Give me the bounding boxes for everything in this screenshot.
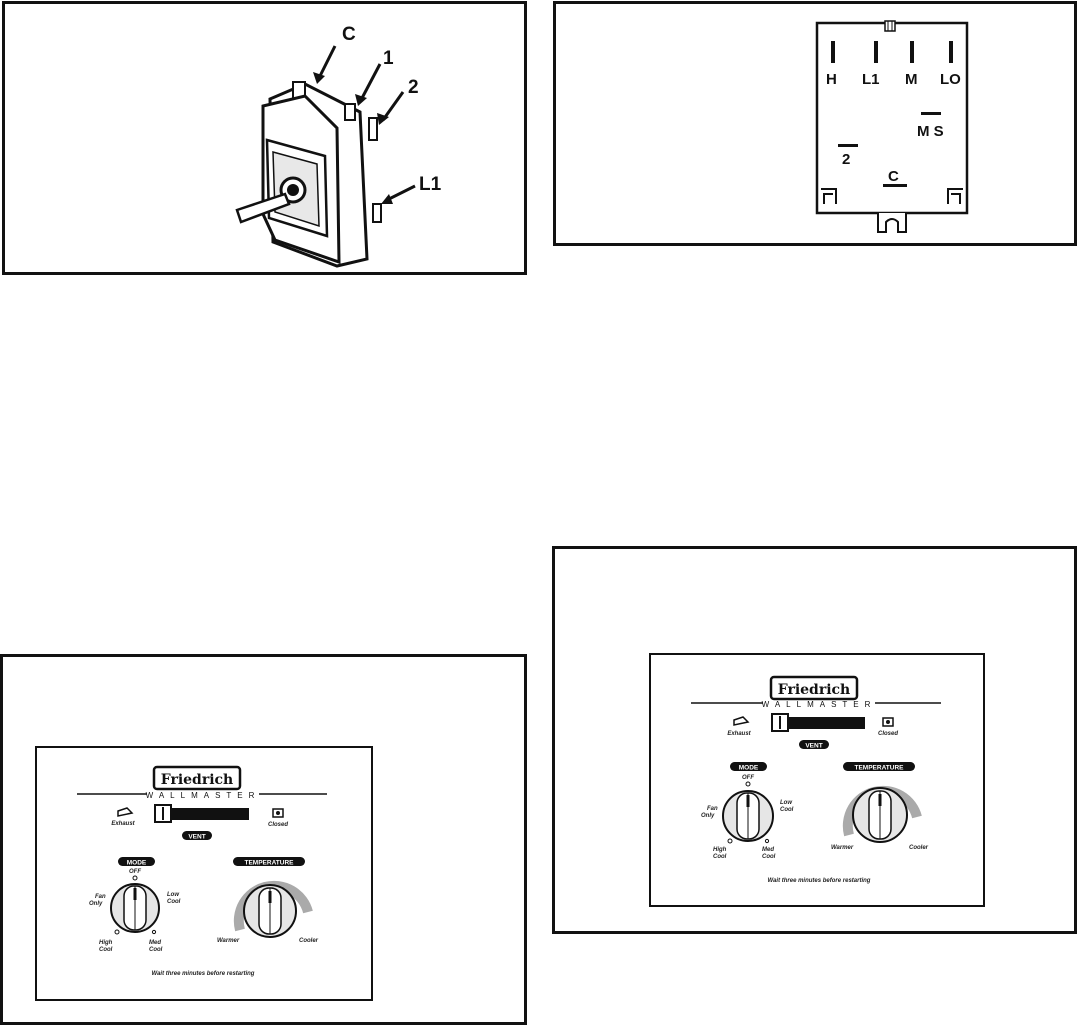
terminal-2: 2: [842, 151, 850, 168]
vent-closed-label: Closed: [268, 822, 288, 828]
vent-slider-track[interactable]: [155, 808, 249, 820]
mode-low-cool-label: Cool: [167, 899, 181, 905]
mode-high-cool-label: Cool: [99, 947, 113, 953]
brand-logo: Friedrich: [778, 682, 850, 698]
mode-low-label: Low: [780, 800, 792, 806]
mode-title: MODE: [739, 765, 759, 772]
mode-med-label: Med: [762, 847, 774, 853]
exhaust-icon: [117, 807, 134, 817]
mode-low-cool-label: Cool: [780, 807, 794, 813]
mode-fan-label: Fan: [707, 806, 718, 812]
temperature-title: TEMPERATURE: [855, 765, 905, 772]
restart-notice: Wait three minutes before restarting: [152, 971, 255, 977]
callout-c: C: [342, 24, 356, 45]
figure-frame-panel-right: Friedrich WALLMASTER Exhaust Closed VENT…: [552, 546, 1077, 934]
callout-1: 1: [383, 48, 394, 69]
terminal-lo: LO: [940, 71, 961, 88]
mode-high-label: High: [713, 847, 727, 853]
vent-title: VENT: [188, 834, 205, 841]
mode-only-label: Only: [89, 901, 103, 907]
temperature-cooler-label: Cooler: [299, 938, 319, 944]
terminal-ms: M S: [917, 123, 944, 140]
vent-slider-track[interactable]: [771, 717, 865, 729]
mode-med-label: Med: [149, 940, 161, 946]
mode-only-label: Only: [701, 813, 715, 819]
figure-frame-switch: C 1 2 L1: [2, 1, 527, 275]
mode-off-label: OFF: [742, 775, 754, 781]
brand-logo: Friedrich: [161, 772, 233, 788]
temperature-warmer-label: Warmer: [831, 845, 854, 851]
mode-med-cool-label: Cool: [149, 947, 163, 953]
mode-high-label: High: [99, 940, 113, 946]
temperature-knob[interactable]: [243, 884, 297, 938]
mode-high-cool-label: Cool: [713, 854, 727, 860]
exhaust-icon: [733, 716, 750, 726]
mode-title: MODE: [127, 860, 147, 867]
control-panel-left: Friedrich WALLMASTER Exhaust Closed VENT…: [35, 746, 373, 1001]
temperature-warmer-label: Warmer: [217, 938, 240, 944]
terminal-m: M: [905, 71, 918, 88]
vent-closed-label: Closed: [878, 731, 898, 737]
terminal-h: H: [826, 71, 837, 88]
terminal-l1: L1: [862, 71, 880, 88]
callout-l1: L1: [419, 174, 442, 195]
mode-low-label: Low: [167, 892, 179, 898]
model-name: WALLMASTER: [146, 791, 261, 800]
mode-fan-label: Fan: [95, 894, 106, 900]
temperature-title: TEMPERATURE: [245, 860, 295, 867]
vent-exhaust-label: Exhaust: [111, 821, 135, 827]
restart-notice: Wait three minutes before restarting: [768, 878, 871, 884]
terminal-c: C: [888, 168, 899, 185]
closed-icon: [272, 808, 284, 818]
figure-frame-terminals: H L1 M LO M S 2 C: [553, 1, 1077, 246]
switch-illustration: C 1 2 L1: [235, 24, 442, 268]
mode-knob[interactable]: [110, 883, 160, 933]
vent-exhaust-label: Exhaust: [727, 731, 751, 737]
figure-frame-panel-left: Friedrich WALLMASTER Exhaust Closed VENT…: [0, 654, 527, 1025]
vent-title: VENT: [805, 743, 822, 750]
closed-icon: [882, 717, 894, 727]
terminal-diagram: H L1 M LO M S 2 C: [815, 20, 969, 233]
model-name: WALLMASTER: [762, 700, 877, 709]
mode-med-cool-label: Cool: [762, 854, 776, 860]
mode-knob[interactable]: [722, 790, 774, 842]
temperature-knob[interactable]: [852, 787, 908, 843]
mode-off-label: OFF: [129, 869, 141, 875]
temperature-cooler-label: Cooler: [909, 845, 929, 851]
control-panel-right: Friedrich WALLMASTER Exhaust Closed VENT…: [649, 653, 985, 907]
callout-2: 2: [408, 77, 419, 98]
